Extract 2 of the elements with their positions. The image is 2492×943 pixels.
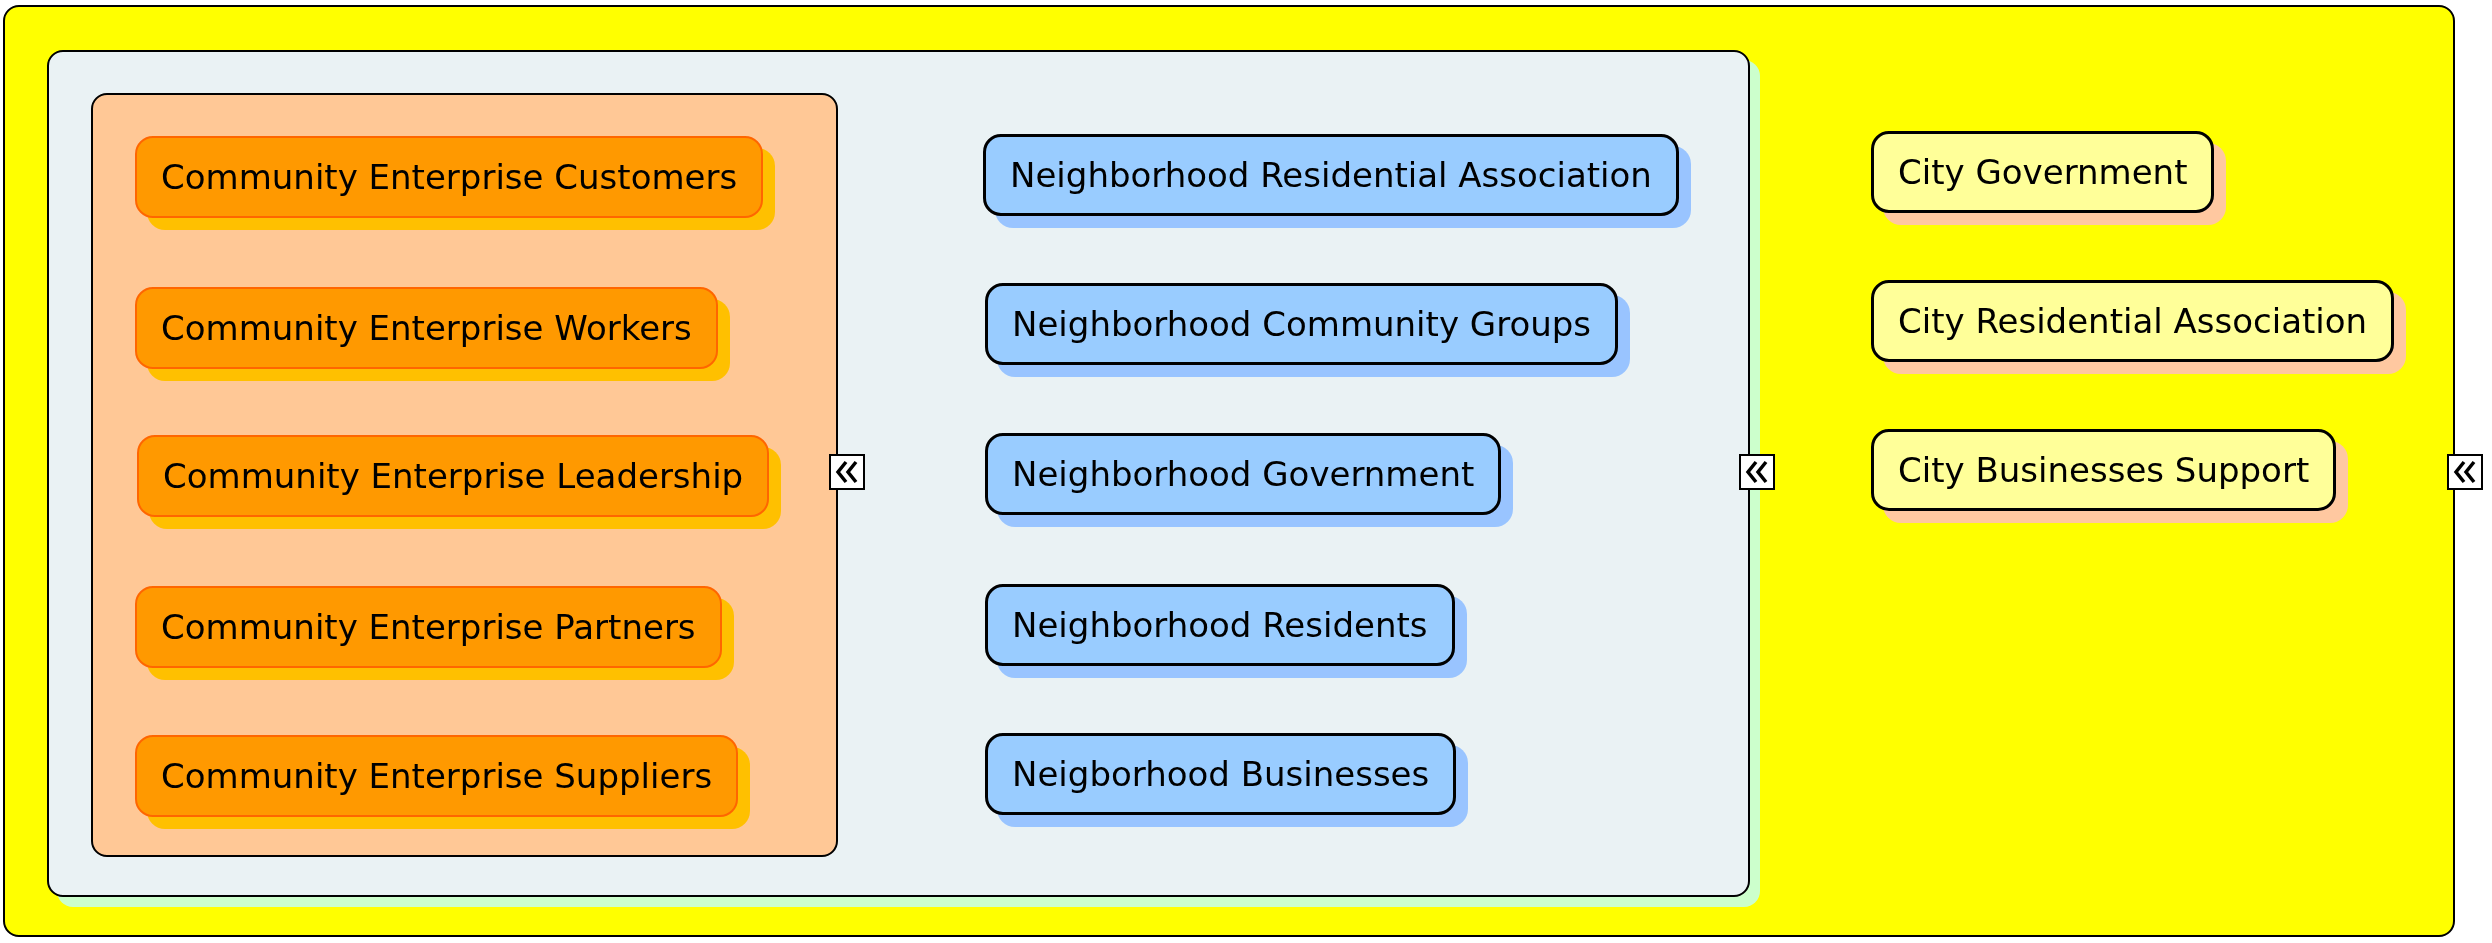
group-panel	[91, 93, 838, 857]
outer-panel	[3, 5, 2455, 937]
